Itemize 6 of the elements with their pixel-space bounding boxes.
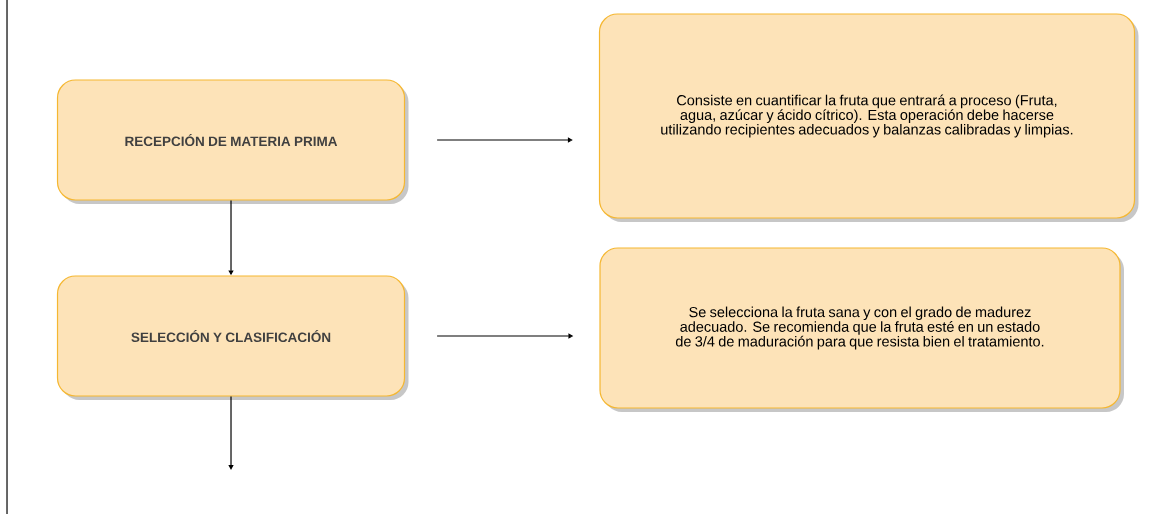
arrow [436,137,573,143]
process-box: SELECCIÓN Y CLASIFICACIÓN [56,275,409,400]
arrow [228,396,234,470]
description-box: Consiste en cuantificar la fruta que entrará a proceso (Fruta, agua, azúcar y ácido cítrico). Esta operación debe hacerse utilizando recipientes adecuados y balanzas calibradas y limpias. [598,13,1139,222]
description-box: Se selecciona la fruta sana y con el grado de madurez adecuado. Se recomienda que la fruta esté en un estado de 3/4 de maduración para que resista bien el tratamiento. [599,247,1124,412]
process-box: RECEPCIÓN DE MATERIA PRIMA [56,79,409,204]
